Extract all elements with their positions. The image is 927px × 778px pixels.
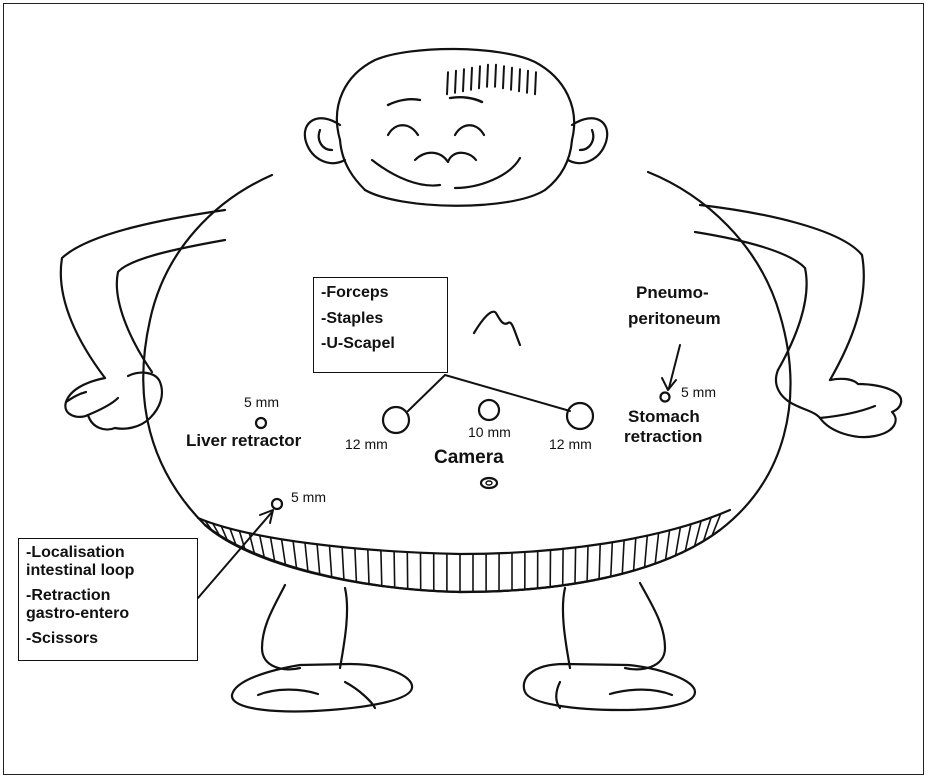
- port-left-12mm: [383, 407, 409, 433]
- instrument-forceps: -Forceps: [321, 284, 447, 302]
- liver-port-size: 5 mm: [244, 395, 279, 410]
- port-lower-5mm: [272, 499, 282, 509]
- sweater-waistband: [198, 510, 730, 592]
- port-liver-retractor: [256, 418, 266, 428]
- stomach-label-line1: Stomach: [628, 408, 700, 427]
- right-port-size: 12 mm: [549, 437, 592, 452]
- pneumo-label-line1: Pneumo-: [636, 284, 709, 303]
- port-right-12mm: [567, 403, 593, 429]
- navel: [481, 478, 497, 488]
- pneumo-arrow: [662, 345, 680, 390]
- camera-port-size: 10 mm: [468, 425, 511, 440]
- use-retraction-line2: gastro-entero: [26, 605, 197, 623]
- instrument-u-scapel: -U-Scapel: [321, 335, 447, 353]
- connector-lines: [408, 375, 570, 411]
- camera-port-label: Camera: [434, 448, 504, 469]
- instrument-staples: -Staples: [321, 310, 447, 328]
- lower-port-uses-box: -Localisation intestinal loop -Retractio…: [18, 538, 198, 661]
- shoes: [232, 664, 695, 711]
- use-localisation-line2: intestinal loop: [26, 562, 197, 580]
- port-camera: [479, 400, 499, 420]
- use-retraction-line1: -Retraction: [26, 587, 197, 605]
- left-port-size: 12 mm: [345, 437, 388, 452]
- right-arm: [695, 205, 901, 437]
- xiphoid-landmark: [474, 312, 520, 345]
- stomach-label-line2: retraction: [624, 428, 702, 447]
- use-localisation-line1: -Localisation: [26, 544, 197, 562]
- liver-port-label: Liver retractor: [186, 432, 301, 451]
- left-arm: [61, 210, 225, 429]
- lower-port-size: 5 mm: [291, 490, 326, 505]
- pneumo-label-line2: peritoneum: [628, 310, 721, 329]
- head: [305, 49, 607, 206]
- stomach-port-size: 5 mm: [681, 385, 716, 400]
- use-scissors: -Scissors: [26, 630, 197, 648]
- legs: [262, 583, 665, 669]
- instruments-box: -Forceps -Staples -U-Scapel: [313, 277, 448, 373]
- port-stomach-retraction: [661, 393, 670, 402]
